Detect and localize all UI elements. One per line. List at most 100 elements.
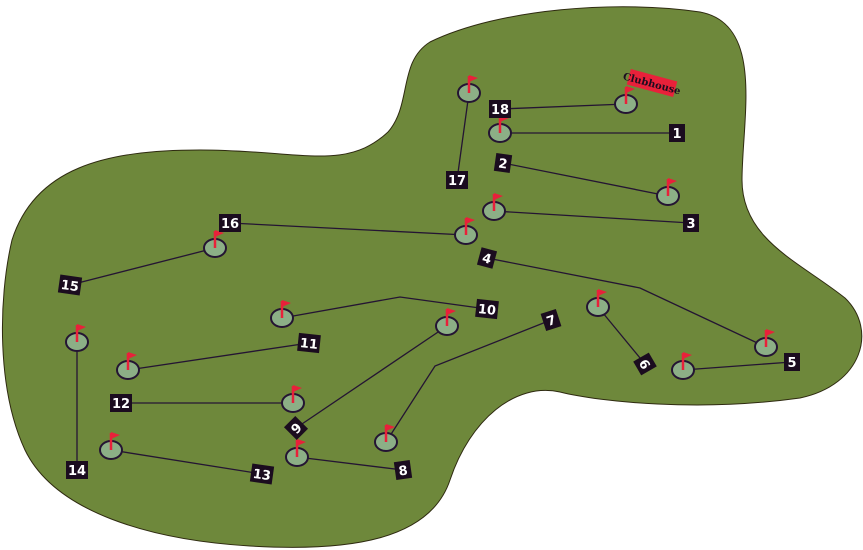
hole-10-tee-label[interactable]: 10: [475, 298, 499, 320]
flag-icon: [598, 289, 607, 296]
hole-14-green[interactable]: [65, 324, 89, 352]
hole-8-green[interactable]: [285, 439, 309, 467]
greens: [65, 75, 778, 467]
hole-6-tee-label[interactable]: 6: [633, 352, 657, 376]
tee-marker: [393, 459, 413, 481]
hole-3-tee-label[interactable]: 3: [683, 214, 699, 232]
hole-10-green[interactable]: [270, 300, 294, 328]
hole-5-tee-label[interactable]: 5: [784, 353, 800, 371]
hole-16-fairway-line: [229, 222, 467, 236]
tee-marker: [57, 274, 83, 296]
hole-12-green[interactable]: [281, 385, 305, 413]
tee-marker: [784, 353, 800, 371]
tee-marker: [219, 214, 241, 232]
tee-marker: [297, 332, 321, 354]
hole-11-fairway-line: [127, 342, 310, 371]
tee-marker: [669, 124, 685, 142]
flag-icon: [466, 217, 475, 224]
course-boundary: [1, 6, 863, 548]
tee-marker: [110, 394, 132, 412]
hole-18-tee-label[interactable]: 18: [489, 100, 511, 118]
hole-7-green[interactable]: [374, 424, 398, 452]
hole-15-green[interactable]: [203, 230, 227, 258]
hole-17-tee-label[interactable]: 17: [446, 171, 468, 189]
flag-icon: [128, 352, 137, 359]
hole-number: 17: [448, 174, 466, 189]
flag-icon: [386, 424, 395, 431]
tee-marker: [446, 171, 468, 189]
hole-16-tee-label[interactable]: 16: [219, 214, 241, 232]
hole-7-fairway-line: [385, 319, 552, 443]
hole-13-fairway-line: [110, 449, 263, 475]
hole-14-tee-label[interactable]: 14: [66, 461, 88, 479]
hole-18-fairway-line: [499, 103, 627, 110]
hole-number: 3: [686, 217, 695, 232]
hole-15-tee-label[interactable]: 15: [57, 274, 83, 296]
hole-number: 2: [497, 156, 508, 172]
flag-icon: [282, 300, 291, 307]
hole-3-fairway-line: [493, 210, 692, 224]
flag-icon: [293, 385, 302, 392]
tee-marker: [493, 152, 513, 174]
hole-17-fairway-line: [456, 92, 470, 181]
hole-10-fairway-line: [281, 296, 488, 319]
hole-18-green[interactable]: [614, 86, 638, 114]
tee-marker: [475, 298, 499, 320]
hole-number: 4: [480, 251, 493, 268]
flag-icon: [447, 308, 456, 315]
hole-number: 10: [477, 302, 497, 319]
hole-8-fairway-line: [296, 456, 404, 471]
flag-icon: [626, 86, 635, 93]
tee-marker: [683, 214, 699, 232]
hole-number: 8: [398, 463, 409, 479]
hole-2-green[interactable]: [656, 178, 680, 206]
hole-3-green[interactable]: [482, 193, 506, 221]
hole-4-fairway-line: [486, 257, 767, 348]
hole-11-green[interactable]: [116, 352, 140, 380]
tee-marker: [249, 463, 275, 485]
hole-number: 13: [252, 467, 272, 484]
hole-number: 7: [545, 313, 558, 330]
hole-16-green[interactable]: [454, 217, 478, 245]
flag-icon: [766, 329, 775, 336]
flag-icon: [494, 193, 503, 200]
hole-4-tee-label[interactable]: 4: [476, 247, 498, 269]
hole-5-fairway-line: [682, 361, 793, 371]
flag-icon: [297, 439, 306, 446]
hole-number: 15: [60, 278, 80, 295]
flag-icon: [77, 324, 86, 331]
tee-marker: [633, 352, 657, 376]
hole-number: 12: [112, 397, 130, 412]
hole-9-green[interactable]: [435, 308, 459, 336]
hole-1-green[interactable]: [488, 115, 512, 143]
hole-12-tee-label[interactable]: 12: [110, 394, 132, 412]
hole-11-tee-label[interactable]: 11: [297, 332, 321, 354]
hole-4-green[interactable]: [754, 329, 778, 357]
tee-marker: [283, 415, 309, 441]
hole-6-fairway-line: [597, 306, 646, 365]
hole-8-tee-label[interactable]: 8: [393, 459, 413, 481]
flag-icon: [469, 75, 478, 82]
hole-7-tee-label[interactable]: 7: [540, 308, 562, 332]
hole-6-green[interactable]: [586, 289, 610, 317]
tee-marker: [489, 100, 511, 118]
hole-5-green[interactable]: [671, 352, 695, 380]
hole-number: 5: [787, 356, 796, 371]
hole-9-fairway-line: [295, 325, 448, 429]
hole-2-tee-label[interactable]: 2: [493, 152, 513, 174]
tee-marker: [476, 247, 498, 269]
hole-1-tee-label[interactable]: 1: [669, 124, 685, 142]
hole-number: 1: [672, 127, 681, 142]
clubhouse-marker: [626, 69, 678, 97]
hole-number: 11: [299, 336, 319, 353]
hole-9-tee-label[interactable]: 9: [283, 415, 309, 441]
hole-13-green[interactable]: [99, 432, 123, 460]
hole-17-green[interactable]: [457, 75, 481, 103]
tee-marker: [540, 308, 562, 332]
hole-13-tee-label[interactable]: 13: [249, 463, 275, 485]
flag-icon: [683, 352, 692, 359]
tee-marker: [66, 461, 88, 479]
flag-icon: [668, 178, 677, 185]
hole-number: 16: [221, 217, 239, 232]
